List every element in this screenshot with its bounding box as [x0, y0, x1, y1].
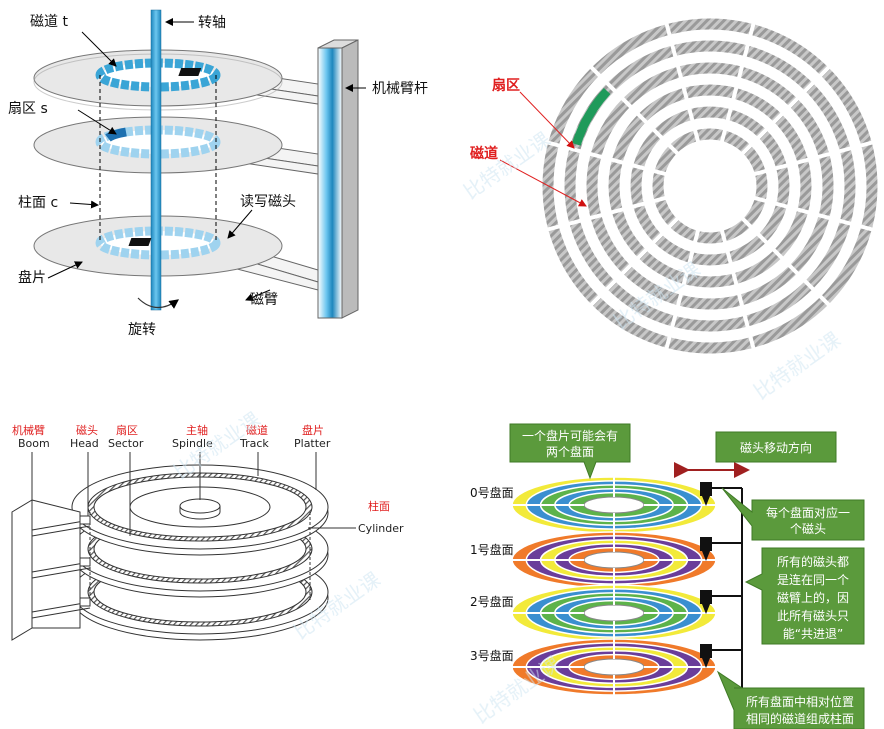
- panel-disk-model: 磁道 t 转轴 机械臂杆 扇区 s 柱面 c 读写磁头 盘片 磁臂 旋转: [8, 9, 428, 338]
- rw-head-bottom: [128, 238, 152, 246]
- sector-gap: [752, 140, 875, 177]
- label-disk-arm: 磁臂: [250, 292, 278, 308]
- label-spindle: 转轴: [198, 15, 226, 31]
- disk-surfaces: [511, 476, 717, 696]
- label-platter-en: Platter: [294, 437, 331, 450]
- surface-0: [511, 476, 717, 534]
- callout-move-direction: [715, 431, 837, 463]
- surface-hole: [583, 658, 645, 676]
- callout-arm-line5: 能“共进退”: [783, 627, 843, 641]
- callout-arm-line4: 此所有磁头只: [777, 608, 849, 623]
- surface-hole: [583, 604, 645, 622]
- boom-bar: [317, 39, 359, 319]
- surface-3: [511, 638, 717, 696]
- label-rotate: 旋转: [128, 322, 156, 338]
- panel-surfaces: 一个盘片可能会有 两个盘面 磁头移动方向 每个盘面对应一 个磁头 所有的磁头都 …: [470, 423, 865, 729]
- label-surface-1: 1号盘面: [470, 542, 514, 557]
- label-head-en: Head: [70, 437, 99, 450]
- sector-gap: [664, 21, 701, 144]
- label-cylinder-en: Cylinder: [358, 522, 404, 535]
- callout-two-sides-line2: 两个盘面: [546, 444, 594, 459]
- sector-gap: [719, 21, 756, 144]
- p1-leaders: [47, 18, 366, 301]
- track-ring: [608, 84, 812, 288]
- label-track-cn: 磁道: [246, 423, 268, 437]
- head-arm-lines: [712, 487, 743, 690]
- callout-one-head-line1: 每个盘面对应一: [766, 505, 850, 520]
- panel-track-top-view: 扇区 磁道: [470, 18, 878, 354]
- sector-gap: [740, 64, 832, 156]
- label-surface-3: 3号盘面: [470, 648, 514, 663]
- label-sector-top: 扇区: [492, 77, 520, 94]
- callout-one-head-line2: 个磁头: [790, 521, 826, 536]
- panel-line-drawing: [11, 452, 356, 641]
- callout-two-sides: [509, 423, 631, 480]
- sector-spokes: [545, 21, 875, 351]
- callout-arm-line1: 所有的磁头都: [777, 554, 849, 569]
- track-ring: [564, 40, 856, 332]
- callout-move-text: 磁头移动方向: [740, 440, 812, 455]
- sector-gap: [545, 140, 668, 177]
- callout-shared-arm: [744, 547, 865, 645]
- label-head-cn: 磁头: [76, 424, 98, 437]
- cylinder-outline: [99, 75, 217, 243]
- watermark-1: 比特就业课: [459, 127, 555, 204]
- label-spindle-cn: 主轴: [186, 423, 208, 437]
- surface-2: [511, 584, 717, 642]
- track-ring: [586, 62, 834, 310]
- callout-cylinder: [716, 670, 865, 729]
- label-boom-en: Boom: [18, 437, 50, 450]
- callouts: [509, 423, 865, 729]
- label-track-en: Track: [239, 437, 269, 450]
- callout-cyl-line2: 相同的磁道组成柱面: [746, 711, 854, 726]
- label-cylinder-c: 柱面 c: [18, 195, 58, 211]
- callout-arm-line3: 磁臂上的，因: [777, 590, 849, 605]
- surface-1: [511, 531, 717, 589]
- track-ring: [652, 128, 768, 244]
- sector-gap: [588, 64, 680, 156]
- callout-arm-line2: 是连在同一个: [777, 572, 849, 587]
- label-sector-en: Sector: [108, 437, 144, 450]
- label-sector-cn: 扇区: [116, 423, 138, 437]
- highlighted-sector: [572, 87, 611, 146]
- line-boom-block: [11, 499, 33, 641]
- label-platter: 盘片: [18, 269, 46, 286]
- rotate-arrow: [137, 297, 179, 309]
- label-rw-head: 读写磁头: [240, 193, 296, 210]
- rw-head-top: [178, 68, 202, 76]
- label-track-top: 磁道: [470, 145, 498, 162]
- spindle-rod: [150, 9, 162, 311]
- sector-gap: [664, 228, 701, 351]
- label-spindle-en: Spindle: [172, 437, 213, 450]
- sector-gap: [740, 216, 832, 308]
- label-boom-cn: 机械臂: [12, 423, 45, 437]
- callout-cyl-line1: 所有盘面中相对位置: [746, 694, 854, 709]
- label-track-t: 磁道 t: [30, 14, 68, 30]
- label-surface-0: 0号盘面: [470, 485, 514, 500]
- p2-leaders: [499, 91, 587, 207]
- label-sector-s: 扇区 s: [8, 101, 48, 117]
- callout-one-head: [721, 487, 865, 541]
- sector-gap: [719, 228, 756, 351]
- callout-two-sides-line1: 一个盘片可能会有: [522, 428, 618, 443]
- label-boom: 机械臂杆: [372, 81, 428, 97]
- label-surface-2: 2号盘面: [470, 594, 514, 609]
- sector-gap: [545, 195, 668, 232]
- sector-gap: [588, 216, 680, 308]
- surface-heads: [700, 482, 712, 668]
- track-ring: [630, 106, 790, 266]
- label-platter-cn: 盘片: [302, 423, 324, 437]
- surface-hole: [583, 551, 645, 569]
- surface-hole: [583, 496, 645, 514]
- sector-gap: [752, 195, 875, 232]
- label-cylinder-cn: 柱面: [368, 499, 390, 513]
